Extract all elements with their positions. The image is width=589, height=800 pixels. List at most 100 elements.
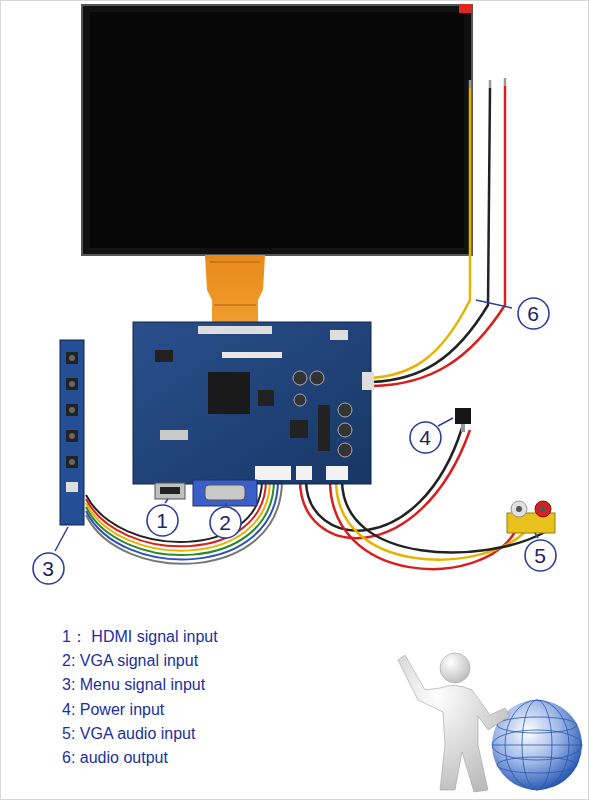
key-entry: 6: audio output [62,748,168,767]
controller-pcb-part [296,466,312,480]
menu-button-board-part [66,404,78,416]
callout-circle: 2 [209,506,242,539]
leader-lines-part [55,527,68,551]
flex-cable-part [205,255,265,332]
menu-wires-part [86,480,282,564]
controller-pcb-part [362,372,374,390]
callout-ring [210,507,241,538]
audio-output-wires-part [469,80,472,88]
callout-ring [525,540,556,571]
rca-connector-part [535,501,551,517]
flex-cable-part-part [210,262,260,263]
callout-number: 1 [156,510,168,531]
globe-part-part [492,745,582,746]
callout-circle: 4 [409,421,442,454]
controller-pcb-part [290,420,308,438]
hdmi-connector-part [160,487,180,494]
callout-number: 4 [419,427,431,448]
power-jack [455,408,471,432]
menu-wires-part [86,480,274,555]
rca-connector-part [511,501,527,517]
vga-connector-part [193,480,257,506]
controller-pcb-part [326,466,348,480]
controller-pcb-part [318,405,330,451]
key-entry: 2: VGA signal input [62,651,198,670]
callout-circle: 5 [524,539,557,572]
callout-ring [518,298,549,329]
mascot-figure-part [440,653,470,683]
power-jack-part [461,424,465,432]
callout-circle: 6 [517,297,550,330]
menu-button-board-part [66,456,78,468]
audio-output-wires-part [372,88,470,378]
key-entry: 1： HDMI signal input [62,627,218,646]
menu-button-board-part [69,407,75,413]
controller-pcb-part [310,371,324,385]
menu-button-board-part [66,352,78,364]
input-wires-part [330,480,515,569]
audio-output-wires-part [504,78,507,86]
controller-pcb-part [222,352,282,358]
leader-lines [55,300,538,551]
globe-part-part [497,717,577,733]
lcd-panel-part [459,4,472,13]
leader-lines-part [476,300,512,308]
controller-pcb-part [198,326,272,334]
menu-button-board [60,340,84,525]
hdmi-connector [155,483,185,499]
audio-output-wires-part [489,80,492,88]
hdmi-connector-part [155,483,185,499]
callout-number: 3 [42,558,54,579]
menu-wires [86,480,282,564]
controller-pcb-part [155,350,173,362]
key-entry: 5: VGA audio input [62,724,195,743]
audio-output-wires-part [372,88,490,382]
lcd-panel [82,4,472,255]
flex-cable [205,255,265,332]
audio-output-wires [372,78,505,386]
rca-connector [507,501,555,533]
flex-cable-part [210,262,260,305]
menu-wires-part [86,480,278,559]
globe-part-part [497,757,577,773]
controller-pcb-part [133,322,371,484]
controller-pcb-part [338,403,352,417]
flex-cable-part-part [214,305,256,306]
lcd-panel-part [90,12,464,248]
menu-button-board-part [69,433,75,439]
power-jack-part [455,408,471,424]
leader-lines-part [225,503,227,505]
vga-connector-part [205,485,245,500]
controller-pcb-part [338,443,352,457]
leader-lines-part [165,499,168,503]
callout-circle: 3 [32,552,65,585]
mascot-figure-part [398,655,510,792]
menu-button-board-part [60,340,84,525]
menu-button-board-part [69,355,75,361]
callout-ring [33,553,64,584]
callout-number: 2 [219,512,231,533]
controller-pcb-part [255,466,291,480]
mascot-figure [398,653,510,792]
menu-button-board-part [66,378,78,390]
controller-pcb-part [338,423,352,437]
leader-lines-part [535,533,538,538]
callout-ring [410,422,441,453]
controller-pcb-part [293,371,307,385]
callout-number: 5 [534,545,546,566]
lcd-panel-part [82,5,472,255]
controller-pcb-part [330,330,348,340]
input-wires-part [342,480,545,552]
audio-output-wires-part [372,86,505,386]
leader-lines-part [438,418,453,426]
rca-connector-part [516,506,522,512]
controller-pcb-part [258,390,274,406]
controller-pcb [133,322,374,484]
menu-button-board-part [69,381,75,387]
callout-circle: 1 [146,504,179,537]
callout-number: 6 [527,303,539,324]
menu-button-board-part [69,459,75,465]
controller-pcb-part [294,394,306,406]
menu-button-board-part [66,430,78,442]
